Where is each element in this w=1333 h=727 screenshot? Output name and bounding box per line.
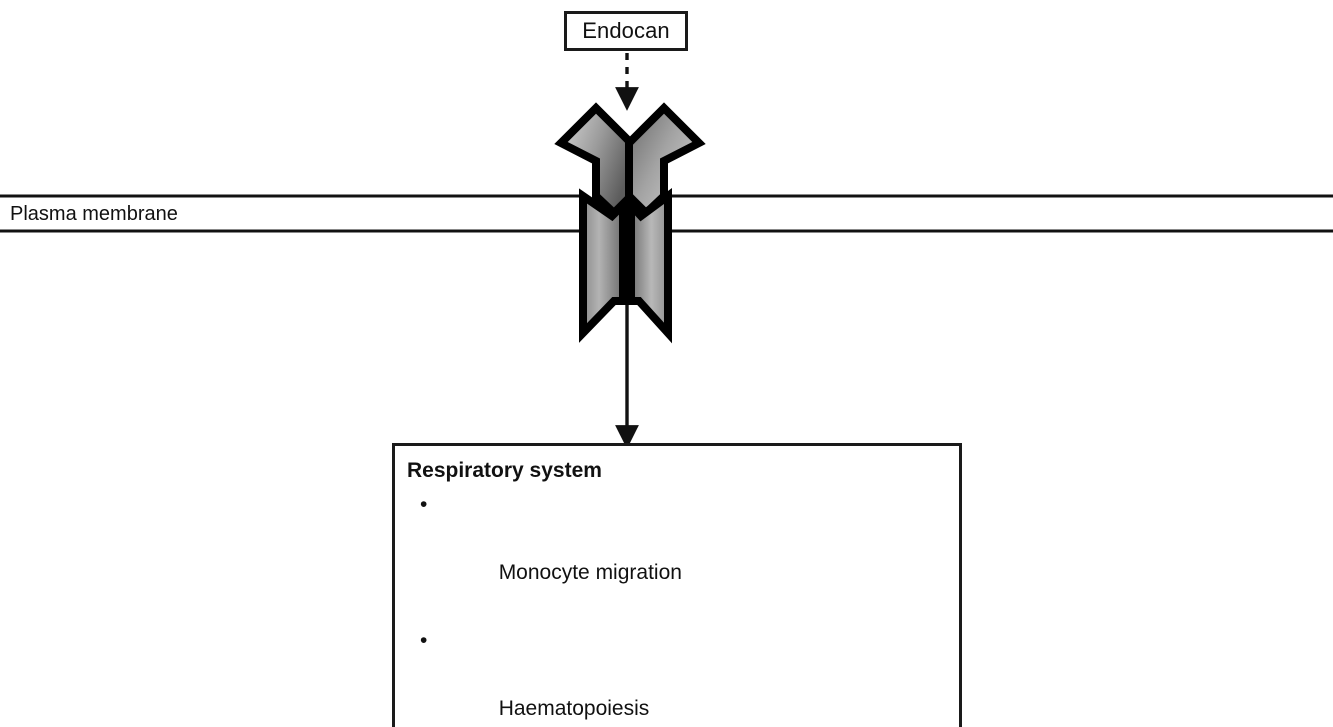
effects-box-respiratory-system: Respiratory system • Monocyte migration …	[392, 443, 962, 727]
effects-list: • Monocyte migration • Haematopoiesis • …	[407, 488, 959, 727]
plasma-membrane-label: Plasma membrane	[10, 203, 178, 225]
receptor-glyph	[554, 102, 706, 344]
list-item: • Monocyte migration	[407, 488, 959, 624]
list-item: • Haematopoiesis	[407, 624, 959, 727]
list-item-label: Monocyte migration	[498, 561, 682, 584]
effects-title: Respiratory system	[407, 459, 602, 482]
bullet-icon: •	[420, 493, 428, 516]
plasma-membrane-lines	[0, 194, 1333, 233]
ligand-box-endocan: Endocan	[564, 11, 688, 51]
list-item-label: Haematopoiesis	[498, 697, 650, 720]
bullet-icon: •	[420, 629, 428, 652]
ligand-label: Endocan	[582, 18, 670, 43]
